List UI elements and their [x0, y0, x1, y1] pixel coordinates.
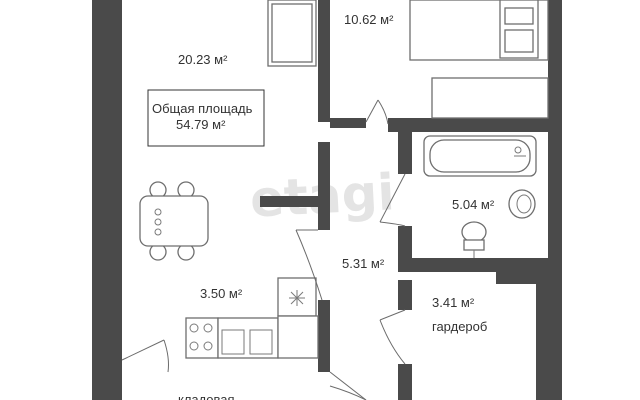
toilet-icon: [461, 221, 487, 258]
living-area-label: 20.23 м²: [178, 52, 228, 67]
sink-icon: [508, 189, 536, 219]
stove-icon: [185, 317, 219, 359]
wardrobe-name-label: гардероб: [432, 319, 487, 334]
counter: [277, 315, 319, 359]
total-area-value: 54.79 м²: [176, 117, 226, 132]
wardrobe-area-label: 3.41 м²: [432, 295, 475, 310]
kitchen-sink-icon: [217, 317, 279, 359]
bedroom-area-label: 10.62 м²: [344, 12, 394, 27]
walls: [92, 0, 562, 400]
total-area-title: Общая площадь: [152, 101, 253, 116]
bathtub-icon: [423, 135, 537, 177]
door-bathroom: [379, 173, 406, 227]
door-bottom: [329, 371, 367, 400]
hall-area-label: 5.31 м²: [342, 256, 385, 271]
door-entry: [121, 339, 169, 373]
door-living-hall: [295, 229, 323, 301]
fridge-snowflake-icon: [277, 277, 317, 317]
kitchen-area-label: 3.50 м²: [200, 286, 243, 301]
sofa-icon: [267, 0, 317, 67]
bathroom-area-label: 5.04 м²: [452, 197, 495, 212]
bed-icon: [409, 0, 549, 61]
total-area-box: [147, 89, 265, 147]
bottom-room-label: кладовая: [178, 392, 235, 400]
wardrobe-cabinet: [431, 77, 549, 119]
dining-table-icon: [139, 181, 209, 261]
door-bedroom: [365, 99, 389, 125]
door-wardrobe: [379, 309, 406, 365]
